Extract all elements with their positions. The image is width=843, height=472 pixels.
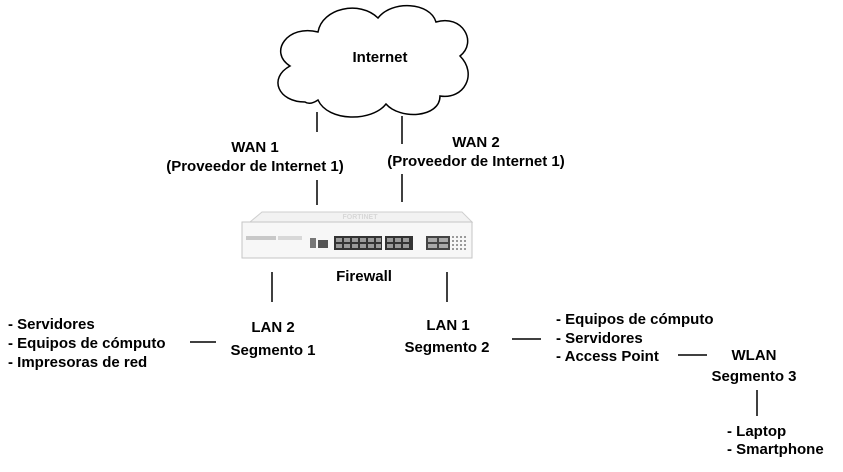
wan1-title: WAN 1	[231, 139, 279, 156]
wan1-provider: (Proveedor de Internet 1)	[166, 158, 344, 175]
wlan-segment: Segmento 3	[711, 368, 797, 385]
lan2-title: LAN 2	[251, 319, 295, 336]
wan2-provider: (Proveedor de Internet 1)	[387, 153, 565, 170]
lan1-item: - Access Point	[556, 348, 659, 365]
connection-lines	[190, 112, 758, 416]
lan1-item: - Equipos de cómputo	[556, 311, 714, 328]
internet-label: Internet	[352, 49, 408, 66]
lan2-segment: Segmento 1	[230, 342, 316, 359]
internet-cloud	[277, 5, 469, 118]
lan2-item: - Impresoras de red	[8, 354, 148, 371]
lan2-item: - Equipos de cómputo	[8, 335, 166, 352]
wlan-item: - Smartphone	[727, 441, 824, 458]
lan1-title: LAN 1	[426, 317, 470, 334]
lan1-item: - Servidores	[556, 330, 643, 347]
firewall-appliance: FORTINET	[241, 211, 474, 259]
wlan-item: - Laptop	[727, 423, 787, 440]
lan1-segment: Segmento 2	[404, 339, 490, 356]
firewall-brand: FORTINET	[343, 214, 379, 221]
wlan-title: WLAN	[731, 347, 777, 364]
firewall-label: Firewall	[336, 268, 392, 285]
lan2-item: - Servidores	[8, 316, 95, 333]
wan2-title: WAN 2	[452, 134, 500, 151]
